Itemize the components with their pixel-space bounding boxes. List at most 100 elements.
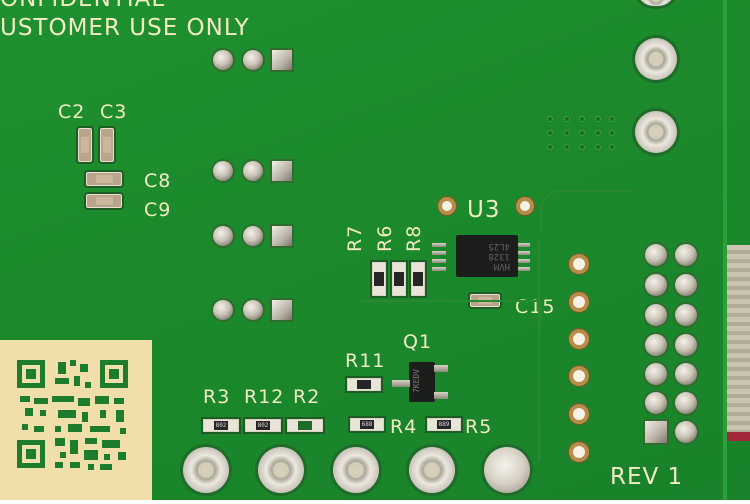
via-dot [548, 131, 552, 135]
pad-round [243, 161, 263, 181]
via-dot [548, 145, 552, 149]
mounting-hole [258, 447, 304, 493]
label-c3: C3 [100, 101, 128, 123]
q1-lead [392, 380, 410, 387]
label-c8: C8 [144, 170, 172, 192]
ic-u3-marking-line3: 4L25 [488, 241, 510, 251]
label-r8: R8 [403, 224, 425, 252]
header-pin [645, 334, 667, 356]
via-dot [596, 145, 600, 149]
label-rev: REV 1 [610, 464, 684, 490]
mounting-hole [183, 447, 229, 493]
r5-code: 889 [436, 420, 452, 429]
label-q1: Q1 [403, 331, 433, 353]
copper-trace [540, 190, 632, 232]
pad-round [243, 226, 263, 246]
chip-lead [432, 251, 446, 255]
via-dot [548, 117, 552, 121]
pad-square [272, 161, 292, 181]
capacitor-c3 [100, 128, 114, 162]
chip-lead [516, 267, 530, 271]
label-u3: U3 [467, 197, 501, 223]
resistor-r4: 688 [350, 418, 384, 431]
chip-lead [516, 251, 530, 255]
mounting-hole [636, 0, 676, 6]
q1-marking: 7KEDV [412, 368, 422, 394]
via-dot [596, 117, 600, 121]
r3-code: 802 [213, 421, 229, 430]
label-r11: R11 [345, 350, 386, 372]
mounting-hole [484, 447, 530, 493]
header-pin [675, 421, 697, 443]
ic-u3: HVM 1328 4L25 [456, 235, 518, 277]
pad-round [243, 50, 263, 70]
label-r4: R4 [390, 416, 418, 438]
mounting-hole [635, 111, 677, 153]
capacitor-c9 [86, 194, 122, 208]
label-r6: R6 [374, 224, 396, 252]
label-r7: R7 [344, 224, 366, 252]
copper-trace [538, 240, 620, 460]
mounting-hole [635, 38, 677, 80]
ribbon-cable [727, 245, 750, 435]
via-ring [573, 446, 585, 458]
header-pin [645, 274, 667, 296]
header-pin [675, 304, 697, 326]
mounting-hole [409, 447, 455, 493]
capacitor-c2 [78, 128, 92, 162]
pad-round [213, 226, 233, 246]
r4-code: 688 [359, 420, 375, 429]
header-pin [645, 304, 667, 326]
via-dot [565, 145, 569, 149]
header-pin [675, 334, 697, 356]
label-c2: C2 [58, 101, 86, 123]
header-pin [675, 274, 697, 296]
resistor-r3: 802 [203, 419, 239, 432]
via-dot [610, 145, 614, 149]
mounting-hole [333, 447, 379, 493]
via-ring [573, 296, 585, 308]
via-ring [520, 201, 530, 211]
via-dot [610, 131, 614, 135]
pad-square [272, 226, 292, 246]
header-pin [645, 363, 667, 385]
header-pin [675, 244, 697, 266]
label-r12: R12 [244, 386, 285, 408]
r12-code: 802 [255, 421, 271, 430]
header-pin [645, 244, 667, 266]
chip-lead [432, 259, 446, 263]
pad-round [213, 50, 233, 70]
via-dot [580, 117, 584, 121]
label-r5: R5 [465, 416, 493, 438]
via-ring [573, 258, 585, 270]
via-dot [580, 131, 584, 135]
resistor-r8 [411, 262, 425, 296]
transistor-q1: 7KEDV [409, 362, 435, 402]
header-pin [675, 392, 697, 414]
q1-lead [434, 392, 448, 399]
pad-square [272, 50, 292, 70]
via-ring [573, 408, 585, 420]
ic-u3-marking-line1: HVM [493, 261, 510, 271]
resistor-r2 [287, 419, 323, 432]
via-dot [565, 131, 569, 135]
via-dot [596, 131, 600, 135]
q1-lead [434, 365, 448, 372]
header-customer-use-only: USTOMER USE ONLY [0, 15, 250, 41]
via-dot [565, 117, 569, 121]
via-ring [573, 370, 585, 382]
resistor-r5: 889 [427, 418, 461, 431]
via-ring [573, 333, 585, 345]
header-pin [675, 363, 697, 385]
pad-round [213, 161, 233, 181]
pad-round [213, 300, 233, 320]
capacitor-c8 [86, 172, 122, 186]
label-r3: R3 [203, 386, 231, 408]
via-dot [610, 117, 614, 121]
header-confidential: ONFIDENTIAL [0, 0, 165, 11]
chip-lead [516, 259, 530, 263]
chip-lead [516, 243, 530, 247]
qr-code-label [0, 340, 152, 500]
ic-u3-marking-line2: 1328 [488, 251, 510, 261]
